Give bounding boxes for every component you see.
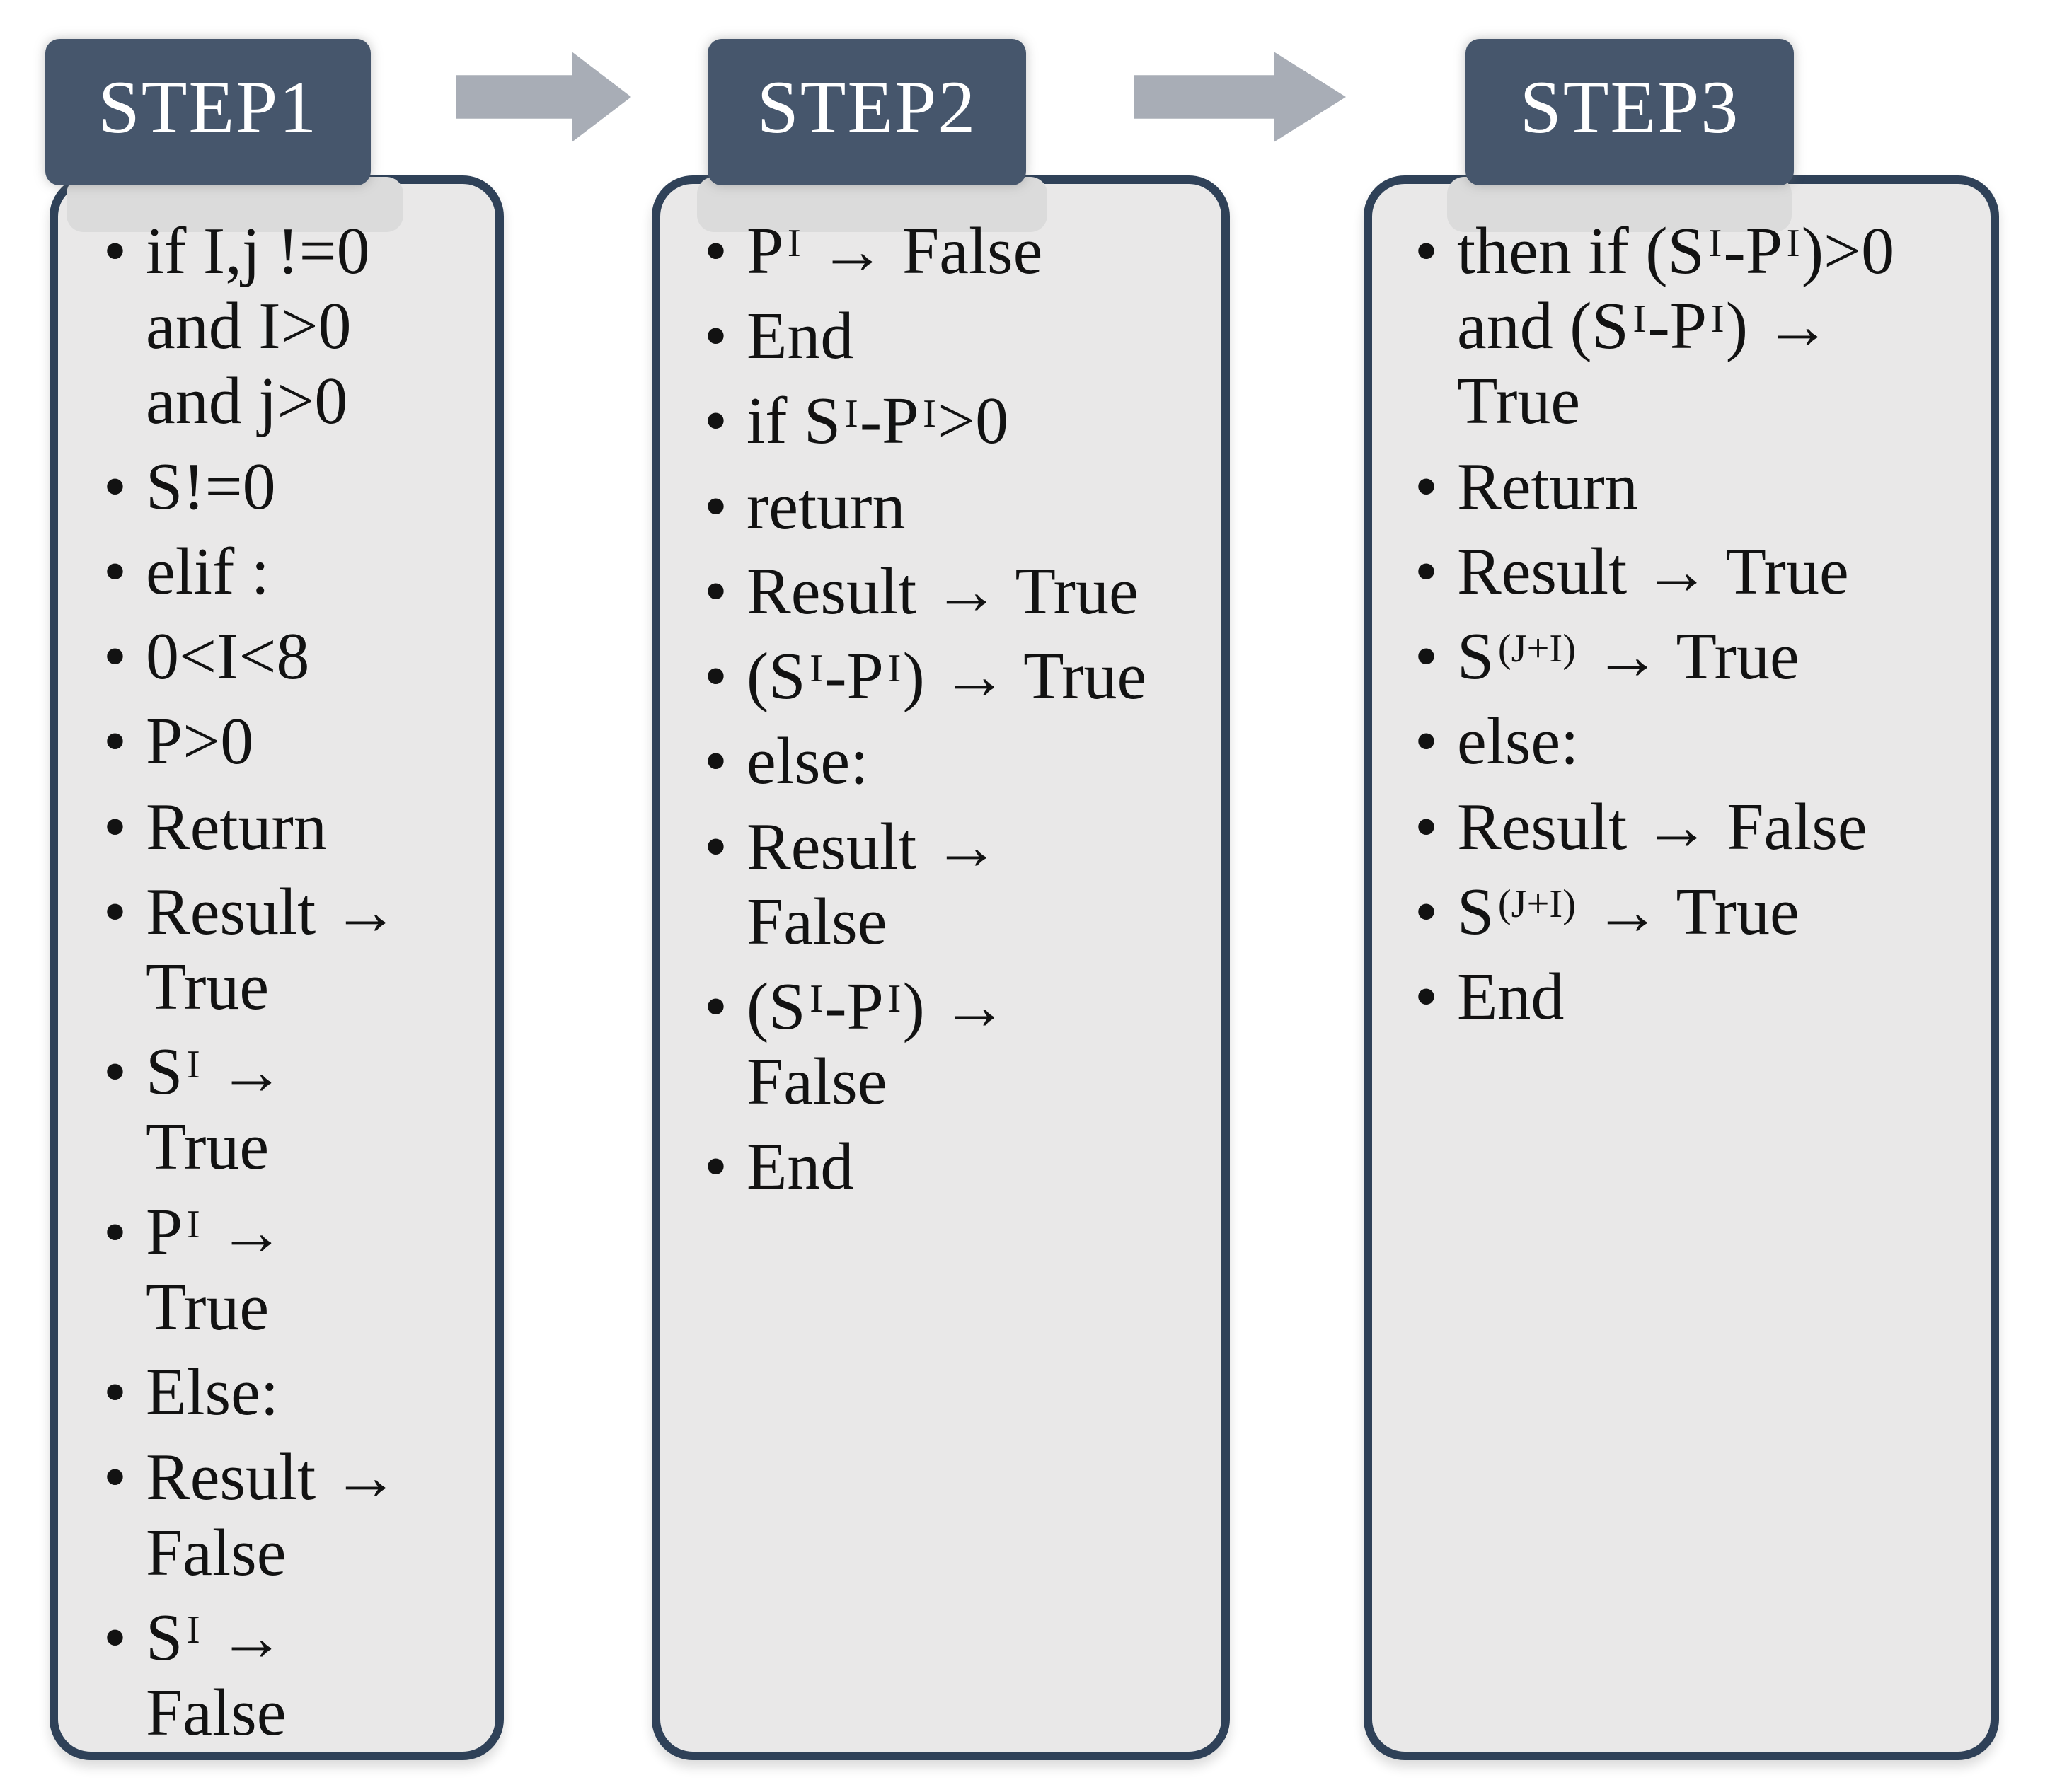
step2-list: PI → FalseEnd if SI-PI>0 returnResult → Tr…	[660, 184, 1221, 1215]
list-item: Return	[100, 790, 414, 865]
list-item: Result → True	[1412, 534, 1941, 609]
list-item: Result → False	[1412, 790, 1941, 865]
list-item: End	[701, 1129, 1154, 1204]
list-item: (SI-PI) → False	[701, 969, 1154, 1119]
list-item: return	[701, 469, 1154, 544]
flow-arrow-right-icon	[1134, 52, 1346, 142]
list-item: if I,j !=0 and I>0 and j>0	[100, 214, 414, 439]
list-item: Else:	[100, 1355, 414, 1430]
list-item: P>0	[100, 704, 414, 779]
list-item: S(J+I) → True	[1412, 619, 1941, 694]
list-item: if SI-PI>0	[701, 383, 1154, 458]
step1-title: STEP1	[98, 65, 318, 149]
list-item: Result → False	[701, 809, 1154, 959]
list-item: PI → True	[100, 1195, 414, 1345]
list-item: S(J+I) → True	[1412, 874, 1941, 949]
step2-title: STEP2	[756, 65, 977, 149]
flow-arrow-right-icon	[456, 52, 631, 142]
list-item: Return	[1412, 449, 1941, 524]
step3-title: STEP3	[1519, 65, 1740, 149]
list-item: Result → True	[100, 874, 414, 1024]
step1-tab: STEP1	[45, 39, 371, 185]
list-item: S!=0	[100, 449, 414, 524]
list-item: Result → False	[100, 1440, 414, 1590]
list-item: SI → False	[100, 1600, 414, 1750]
list-item: elif :	[100, 534, 414, 609]
list-item: SI → True	[100, 1034, 414, 1184]
list-item: End	[1412, 959, 1941, 1034]
list-item: Result → True	[701, 554, 1154, 629]
step3-tab: STEP3	[1465, 39, 1794, 185]
list-item: then if (SI-PI)>0 and (SI-PI) → True	[1412, 214, 1941, 439]
list-item: PI → False	[701, 214, 1154, 289]
list-item: else:	[701, 724, 1154, 799]
list-item: (SI-PI) → True	[701, 639, 1154, 714]
step2-tab: STEP2	[708, 39, 1026, 185]
list-item: End	[701, 299, 1154, 374]
list-item: else:	[1412, 704, 1941, 779]
step1-list: if I,j !=0 and I>0 and j>0S!=0 elif : 0<I<…	[58, 184, 495, 1760]
step3-list: then if (SI-PI)>0 and (SI-PI) → TrueRetu…	[1372, 184, 1991, 1044]
list-item: 0<I<8	[100, 619, 414, 694]
